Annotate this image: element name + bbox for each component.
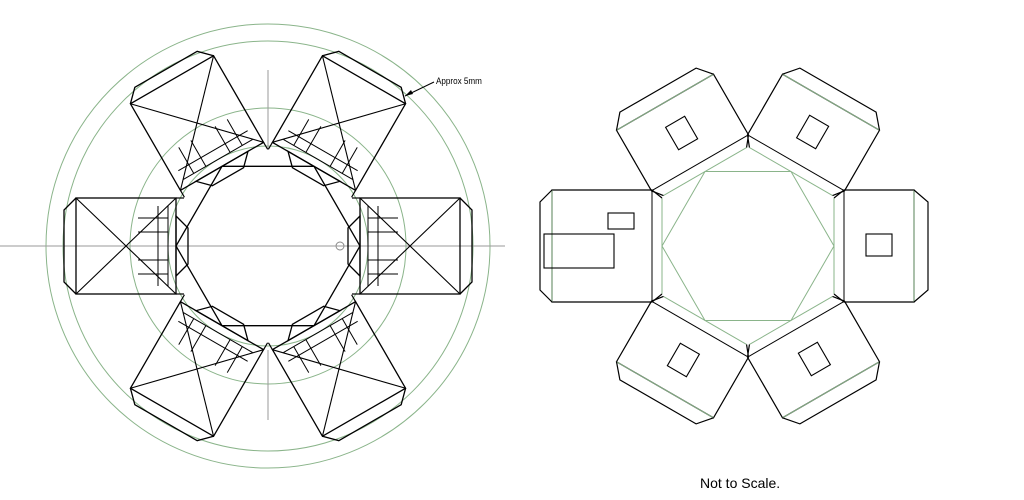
- scale-note: Not to Scale.: [700, 475, 781, 491]
- net-panel-west: [539, 189, 663, 303]
- plan-arm-northwest: [123, 44, 271, 202]
- small-window: [607, 212, 635, 230]
- callout-arrowhead: [405, 90, 413, 96]
- plan-arm-southeast: [265, 290, 413, 448]
- plan-arm-northeast: [265, 44, 413, 202]
- net-panel-southeast: [741, 291, 888, 431]
- net-view: [539, 61, 929, 431]
- net-panel-northwest: [608, 61, 755, 201]
- net-panel-southwest: [608, 291, 755, 431]
- callout-label: Approx 5mm: [436, 76, 482, 86]
- plan-arms: [63, 44, 473, 448]
- centerlines: [0, 70, 505, 420]
- plan-arm-southwest: [123, 290, 271, 448]
- net-panel-northeast: [741, 61, 888, 201]
- plan-hexagon: [175, 165, 361, 327]
- net-panels: [539, 61, 929, 431]
- net-hexagon: [661, 171, 835, 321]
- door-opening: [543, 233, 615, 269]
- plan-view: [0, 23, 505, 469]
- net-panel-east: [833, 189, 929, 303]
